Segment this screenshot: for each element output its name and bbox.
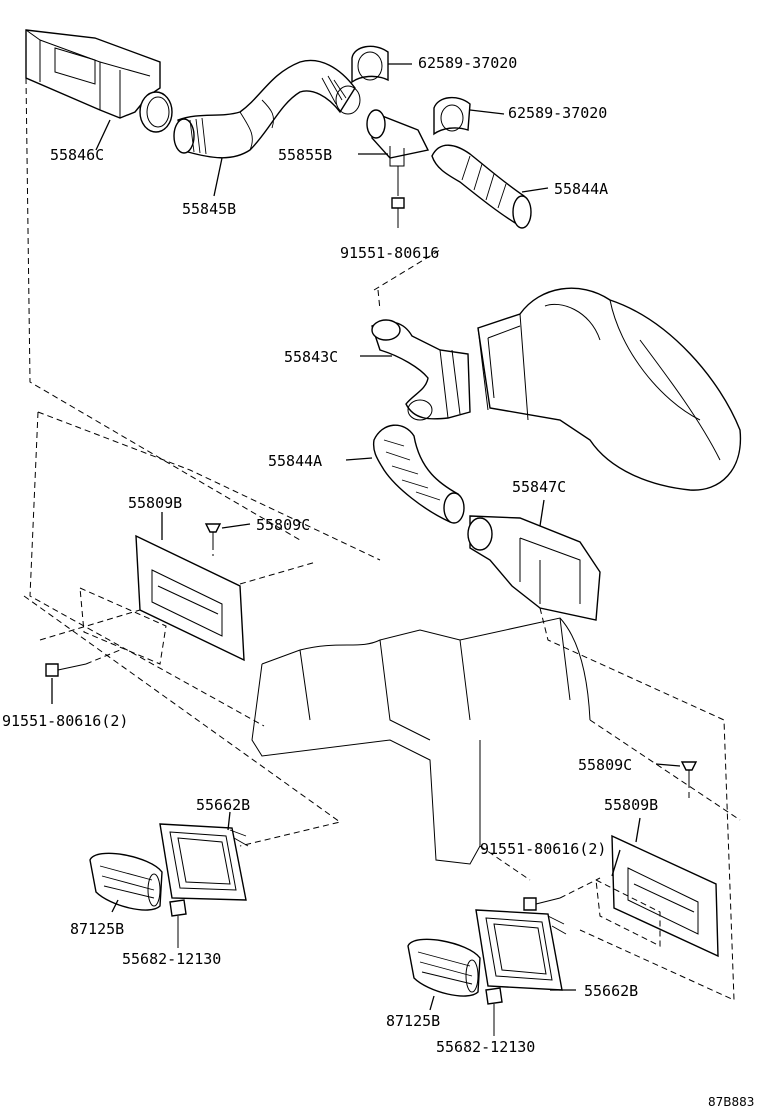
reference-code: 87B883	[708, 1095, 754, 1109]
screw-55809c-right	[680, 761, 698, 782]
label-91551-top: 91551-80616	[340, 244, 439, 262]
leader-lines	[51, 63, 681, 1011]
label-55809b-right: 55809B	[604, 796, 658, 814]
label-55809c-left: 55809C	[256, 516, 310, 534]
label-55846c: 55846C	[50, 146, 104, 164]
bolt-91551-right	[523, 897, 561, 911]
duct-55847c	[467, 515, 601, 621]
bolt-91551-top	[391, 166, 405, 222]
hose-55845b	[173, 59, 361, 159]
label-87125b-right: 87125B	[386, 1012, 440, 1030]
bolt-91551-left	[45, 663, 87, 677]
frame-55662b-right	[475, 909, 567, 991]
label-55809b-left: 55809B	[128, 494, 182, 512]
clamp-62589-b	[433, 97, 471, 136]
label-55662b-left: 55662B	[196, 796, 250, 814]
label-91551-left: 91551-80616(2)	[2, 712, 128, 730]
console-duct	[251, 617, 591, 865]
label-55845b: 55845B	[182, 200, 236, 218]
hose-55844a-mid	[372, 424, 465, 524]
label-55809c-right: 55809C	[578, 756, 632, 774]
pipe-55855b	[366, 109, 430, 167]
label-91551-right: 91551-80616(2)	[480, 840, 606, 858]
label-55844a-top: 55844A	[554, 180, 608, 198]
clip-55682-right	[485, 987, 503, 1036]
dashed-assembly-lines	[23, 77, 741, 1001]
hose-55844a-top	[431, 144, 532, 229]
part-labels: 55846C 55845B 62589-37020 62589-37020 55…	[2, 54, 754, 1109]
register-87125b-right	[407, 938, 481, 997]
label-55844a-mid: 55844A	[268, 452, 322, 470]
clamp-62589-a	[351, 45, 389, 84]
screw-55809c-left	[204, 523, 222, 544]
register-87125b-left	[89, 852, 163, 911]
label-55843c: 55843C	[284, 348, 338, 366]
label-55662b-right: 55662B	[584, 982, 638, 1000]
bracket-55809b-left	[135, 534, 245, 662]
bracket-55809b-right	[611, 834, 719, 958]
label-55855b: 55855B	[278, 146, 332, 164]
elbow-55843c	[371, 319, 471, 421]
label-62589-b: 62589-37020	[508, 104, 607, 122]
label-55682-right: 55682-12130	[436, 1038, 535, 1056]
label-55682-left: 55682-12130	[122, 950, 221, 968]
frame-55662b-left	[159, 823, 249, 901]
clip-55682-left	[169, 899, 187, 948]
heater-unit	[477, 287, 742, 491]
label-55847c: 55847C	[512, 478, 566, 496]
label-62589-a: 62589-37020	[418, 54, 517, 72]
duct-55846c	[25, 29, 173, 133]
label-87125b-left: 87125B	[70, 920, 124, 938]
